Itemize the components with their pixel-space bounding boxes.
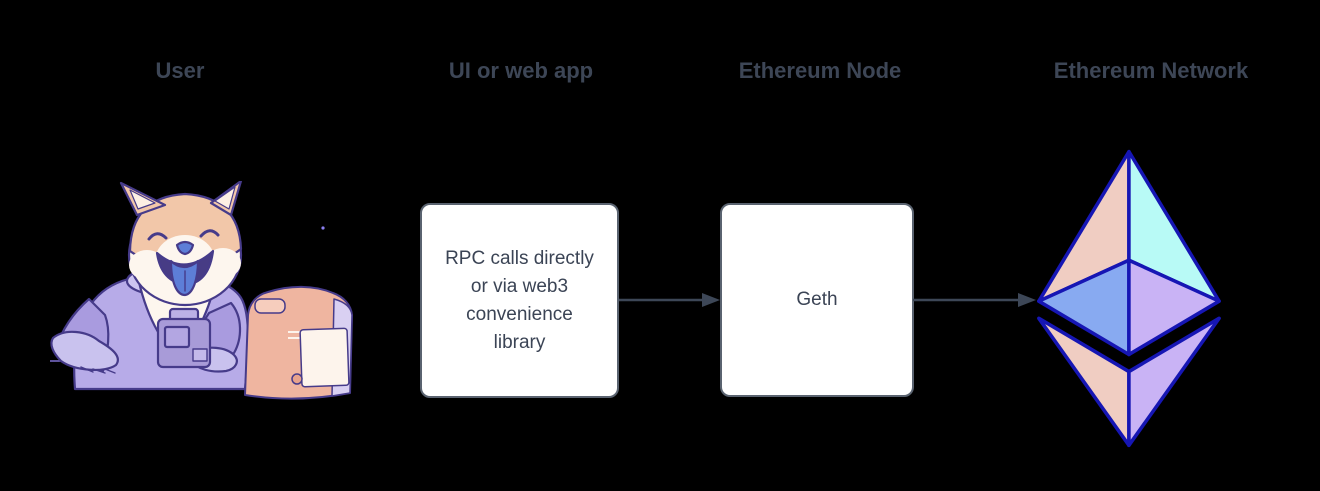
column-header-user: User [155,58,205,83]
geth-box: Geth [720,203,914,397]
nose [175,240,195,256]
rpc-box-text: RPC calls directly or via web3 convenien… [445,245,594,357]
doge-body [50,181,250,391]
eth-face-mid-right [1127,258,1221,357]
computer-icon [244,285,353,400]
ethereum-logo-icon [1037,149,1221,448]
arrow-head-icon [1018,293,1036,307]
chest-pack [156,307,212,369]
arrow-node-to-network [913,293,1036,307]
column-header-ethereum-node: Ethereum Node [738,58,902,83]
geth-box-text: Geth [796,289,838,310]
rpc-line-2: or via web3 [470,275,569,297]
arrow-head-icon [702,293,720,307]
arrow-ui-to-node [619,293,720,307]
doge-user-illustration [50,181,353,400]
doge-head [119,181,243,307]
rpc-line-3: convenience [466,303,573,325]
left-eye [147,232,168,241]
rpc-line-1: RPC calls directly [445,247,594,269]
eth-face-bottom-right [1127,316,1221,448]
column-header-ui-or-web-app: UI or web app [448,58,594,83]
rpc-line-4: library [493,331,546,353]
right-eye [199,229,220,238]
sparkle-dot [321,226,325,230]
rpc-box: RPC calls directly or via web3 convenien… [420,203,619,398]
column-header-ethereum-network: Ethereum Network [1053,58,1249,83]
ethereum-logo-faces [1037,149,1221,448]
